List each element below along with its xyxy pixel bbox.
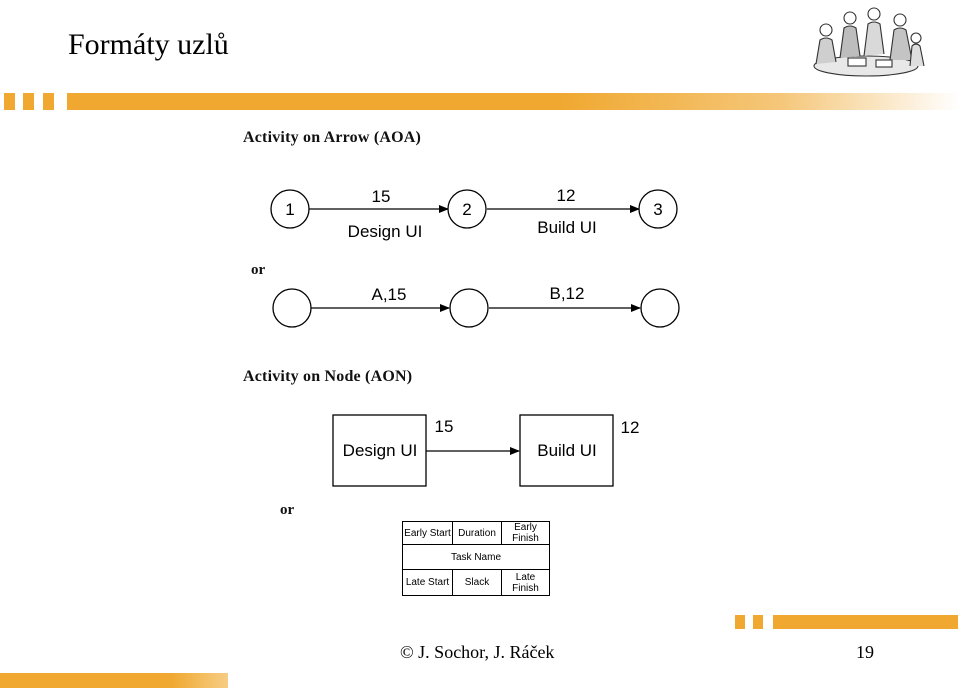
slide-title: Formáty uzlů — [68, 28, 229, 61]
decor-square — [753, 615, 763, 629]
footer-author: © J. Sochor, J. Ráček — [400, 642, 555, 662]
aoa-or-label: or — [251, 262, 266, 278]
legend-task-name: Task Name — [403, 545, 549, 570]
decor-footer-bar — [0, 673, 228, 688]
legend-duration: Duration — [453, 522, 502, 545]
team-meeting-illustration — [813, 7, 925, 77]
aon-heading: Activity on Node (AON) — [243, 368, 413, 385]
aoa-node-1-label: 1 — [285, 200, 294, 219]
aoa-alt-arrow-2-label: B,12 — [550, 284, 585, 303]
aoa-arrow-2-name: Build UI — [537, 218, 597, 237]
decor-square — [735, 615, 745, 629]
aoa-node-3 — [638, 189, 678, 229]
aon-box-1-label: Design UI — [343, 441, 418, 460]
aoa-node-1 — [270, 189, 310, 229]
aoa-alt-node-1 — [272, 288, 312, 328]
page-number: 19 — [856, 642, 874, 662]
node-format-legend: Early Start Duration Early Finish Task N… — [402, 521, 550, 596]
aoa-node-3-label: 3 — [653, 200, 662, 219]
aoa-node-2 — [447, 189, 487, 229]
aoa-node-2-label: 2 — [462, 200, 471, 219]
aoa-alt-node-3 — [640, 288, 680, 328]
legend-late-start: Late Start — [403, 570, 453, 595]
legend-early-start: Early Start — [403, 522, 453, 545]
aoa-heading: Activity on Arrow (AOA) — [243, 129, 422, 146]
decor-square — [43, 93, 54, 110]
aon-box-2-label: Build UI — [537, 441, 597, 460]
aon-box-2 — [519, 414, 614, 487]
legend-slack: Slack — [453, 570, 502, 595]
legend-early-finish: Early Finish — [502, 522, 549, 545]
aoa-arrow-1-name: Design UI — [348, 222, 423, 241]
aon-or-label: or — [280, 502, 295, 518]
decor-gradient-bar — [67, 93, 960, 110]
aon-box-2-duration: 12 — [621, 418, 640, 437]
decor-bar — [773, 615, 958, 629]
decor-square — [4, 93, 15, 110]
decor-square — [23, 93, 34, 110]
aon-box-1-duration: 15 — [435, 417, 454, 436]
aoa-alt-arrow-1-label: A,15 — [372, 285, 407, 304]
aoa-alt-node-2 — [449, 288, 489, 328]
aoa-arrow-2-duration: 12 — [557, 186, 576, 205]
legend-late-finish: Late Finish — [512, 571, 539, 594]
aoa-arrow-1-duration: 15 — [372, 187, 391, 206]
